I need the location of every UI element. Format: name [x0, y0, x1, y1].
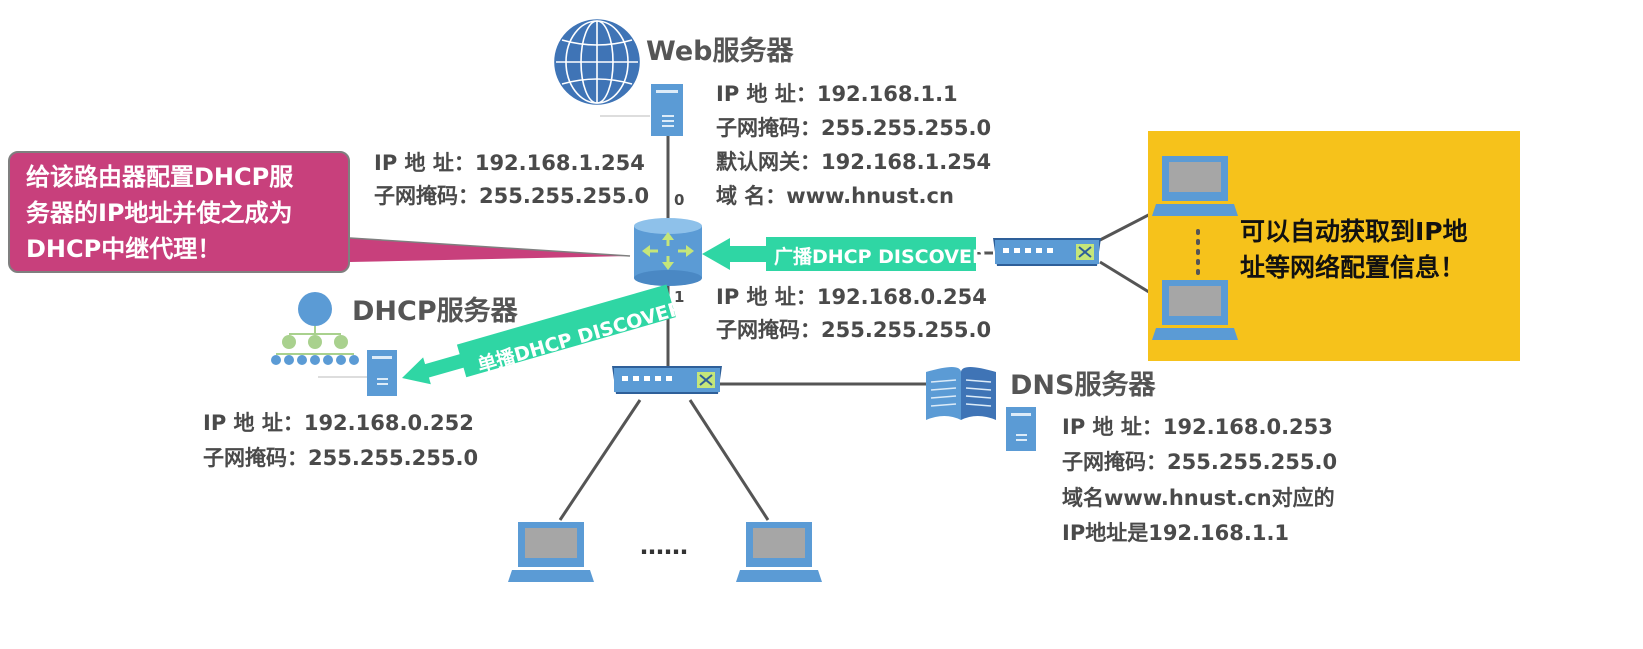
laptop-icon-left — [508, 522, 594, 582]
hosts-ellipsis: …… — [640, 532, 688, 560]
web-server-domain: 域 名：www.hnust.cn — [716, 184, 954, 208]
dns-server-title: DNS服务器 — [1010, 370, 1156, 401]
router-icon — [634, 218, 702, 286]
router-lower-ip: IP 地 址：192.168.0.254 — [716, 285, 987, 309]
dhcp-server-icon — [367, 350, 397, 396]
web-server-ip: IP 地 址：192.168.1.1 — [716, 82, 958, 106]
broadcast-arrow — [702, 237, 976, 271]
router-port-top: 0 — [674, 191, 685, 209]
router-callout: 给该路由器配置DHCP服 务器的IP地址并使之成为 DHCP中继代理！ — [8, 151, 350, 273]
web-server-gateway: 默认网关：192.168.1.254 — [716, 150, 992, 174]
web-server-icon — [651, 84, 683, 136]
dhcp-server-title: DHCP服务器 — [352, 296, 518, 327]
laptop-icon-top-right-overlay — [1152, 156, 1238, 216]
router-lower-mask: 子网掩码：255.255.255.0 — [716, 318, 992, 342]
dhcp-server-ip: IP 地 址：192.168.0.252 — [203, 411, 474, 435]
hosts-dotted-line-overlay — [1196, 229, 1200, 277]
dns-server-note-line2: IP地址是192.168.1.1 — [1062, 521, 1290, 545]
broadcast-label: 广播DHCP DISCOVER — [774, 246, 987, 268]
web-server-title: Web服务器 — [646, 36, 794, 67]
callout-pointer-edge — [349, 237, 631, 257]
book-icon — [926, 367, 996, 420]
dns-server-ip: IP 地 址：192.168.0.253 — [1062, 415, 1333, 439]
router-callout-line2: 务器的IP地址并使之成为 — [26, 199, 293, 227]
callout-pointer — [350, 238, 630, 262]
dhcp-server-mask: 子网掩码：255.255.255.0 — [203, 446, 479, 470]
web-server-mask: 子网掩码：255.255.255.0 — [716, 116, 992, 140]
router-upper-ip: IP 地 址：192.168.1.254 — [374, 151, 645, 175]
switch-icon — [612, 366, 722, 394]
dns-server-note-line1: 域名www.hnust.cn对应的 — [1062, 486, 1335, 510]
hosts-callout-line1: 可以自动获取到IP地 — [1240, 217, 1468, 246]
router-callout-line1: 给该路由器配置DHCP服 — [26, 163, 294, 191]
globe-icon — [554, 19, 640, 105]
unicast-arrow — [402, 284, 676, 385]
router-callout-line3: DHCP中继代理！ — [26, 235, 222, 263]
router-port-bottom: 1 — [674, 288, 685, 306]
link-switch-host2 — [688, 399, 770, 521]
dns-server-mask: 子网掩码：255.255.255.0 — [1062, 450, 1338, 474]
link-switch-host1 — [558, 399, 642, 521]
switch-right-icon — [993, 238, 1101, 266]
hosts-callout-line2: 址等网络配置信息！ — [1240, 253, 1466, 282]
laptop-icon-bottom-right — [1152, 280, 1238, 340]
router-upper-mask: 子网掩码：255.255.255.0 — [374, 184, 650, 208]
laptop-icon-middle — [736, 522, 822, 582]
dns-server-icon — [1006, 407, 1036, 451]
org-chart-icon — [271, 292, 359, 365]
